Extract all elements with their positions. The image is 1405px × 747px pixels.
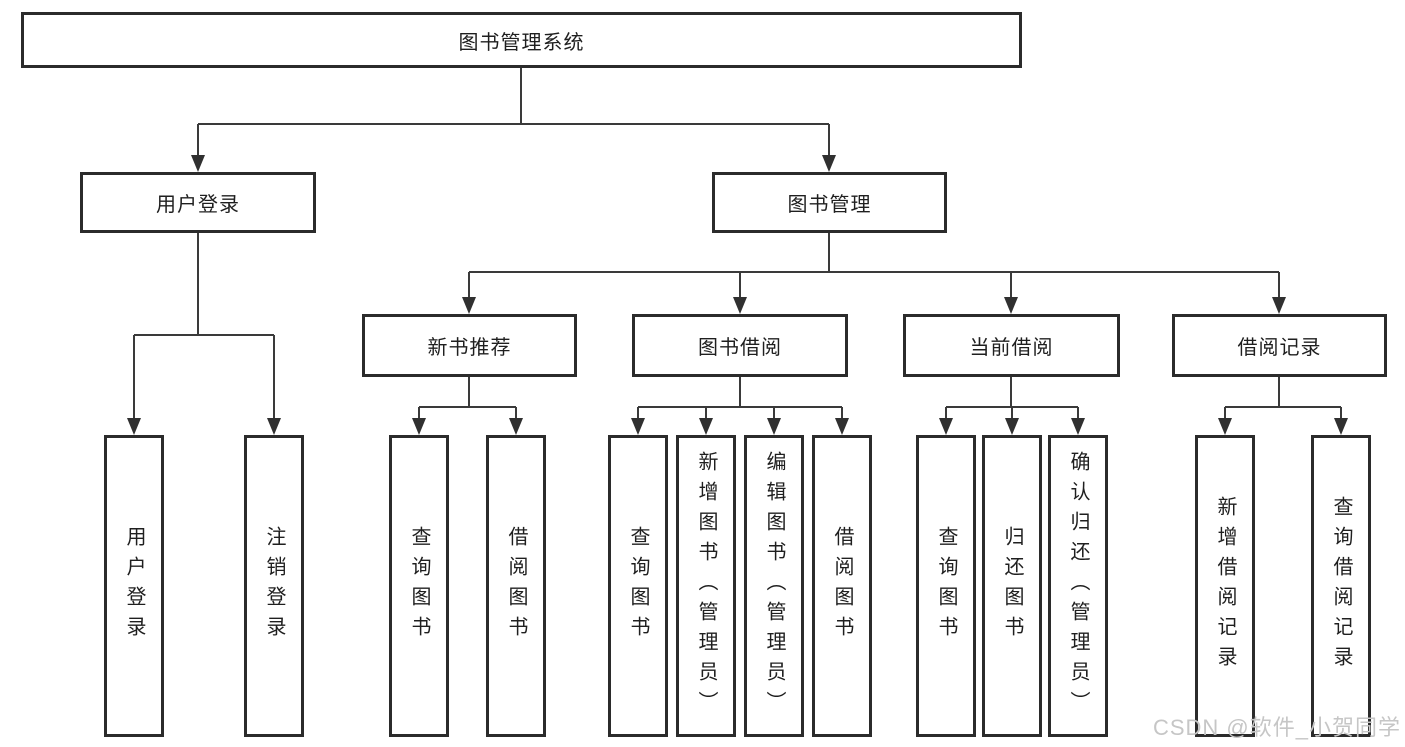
arrowhead-icons [127, 155, 1348, 435]
node-root: 图书管理系统 [21, 12, 1022, 68]
node-label: 查询图书 [935, 526, 957, 646]
node-label: 新增借阅记录 [1214, 496, 1236, 676]
node-user-login: 用户登录 [80, 172, 316, 233]
node-label: 借阅图书 [831, 526, 853, 646]
node-label: 编辑图书（管理员） [763, 451, 785, 721]
node-confirm-return-admin: 确认归还（管理员） [1048, 435, 1108, 737]
node-label: 借阅图书 [505, 526, 527, 646]
node-query-books-borrowing: 查询图书 [608, 435, 668, 737]
csdn-watermark: CSDN @软件_小贺同学 [1152, 715, 1401, 740]
node-borrow-books-recommend: 借阅图书 [486, 435, 546, 737]
node-label: 借阅记录 [1237, 337, 1322, 359]
node-label: 注销登录 [263, 526, 285, 646]
node-label: 用户登录 [156, 194, 240, 216]
node-add-borrow-record: 新增借阅记录 [1195, 435, 1255, 737]
node-current-borrowing: 当前借阅 [903, 314, 1120, 377]
node-borrow-books-action: 借阅图书 [812, 435, 872, 737]
tree-edges [133, 68, 1342, 419]
node-label: 新书推荐 [427, 337, 512, 359]
node-label: 当前借阅 [969, 337, 1054, 359]
node-label: 图书借阅 [698, 337, 782, 359]
node-add-book-admin: 新增图书（管理员） [676, 435, 736, 737]
node-label: 归还图书 [1001, 526, 1023, 646]
node-new-book-recommend: 新书推荐 [362, 314, 577, 377]
node-label: 查询借阅记录 [1330, 496, 1352, 676]
node-borrowing-records: 借阅记录 [1172, 314, 1387, 377]
node-logout-action: 注销登录 [244, 435, 304, 737]
node-user-login-action: 用户登录 [104, 435, 164, 737]
node-label: 确认归还（管理员） [1067, 451, 1089, 721]
node-label: 图书管理系统 [458, 31, 585, 54]
node-label: 图书管理 [787, 194, 872, 216]
node-label: 新增图书（管理员） [695, 451, 717, 721]
node-query-books-current: 查询图书 [916, 435, 976, 737]
node-book-borrowing: 图书借阅 [632, 314, 848, 377]
node-label: 用户登录 [123, 526, 145, 646]
node-return-books: 归还图书 [982, 435, 1042, 737]
node-query-borrow-record: 查询借阅记录 [1311, 435, 1371, 737]
node-label: 查询图书 [627, 526, 649, 646]
node-book-management: 图书管理 [712, 172, 947, 233]
node-label: 查询图书 [408, 526, 430, 646]
node-edit-book-admin: 编辑图书（管理员） [744, 435, 804, 737]
node-query-books-recommend: 查询图书 [389, 435, 449, 737]
